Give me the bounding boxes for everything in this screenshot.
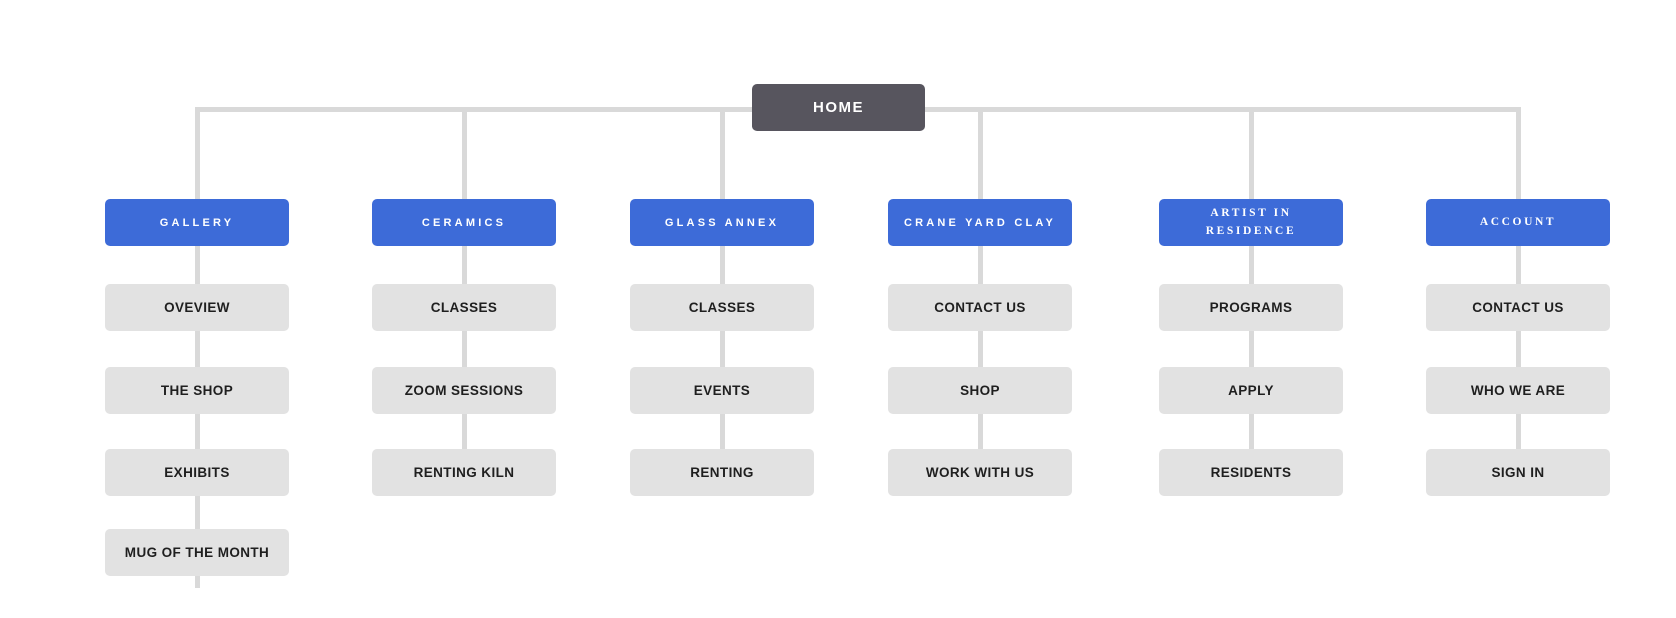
node-artist-in-residence-apply[interactable]: APPLY [1159, 367, 1343, 414]
node-crane-yard-clay-contact-us[interactable]: CONTACT US [888, 284, 1072, 331]
node-crane-yard-clay-shop[interactable]: SHOP [888, 367, 1072, 414]
node-glass-annex-classes[interactable]: CLASSES [630, 284, 814, 331]
node-gallery-mug-of-the-month[interactable]: MUG OF THE MONTH [105, 529, 289, 576]
node-ceramics[interactable]: CERAMICS [372, 199, 556, 246]
node-account[interactable]: ACCOUNT [1426, 199, 1610, 246]
node-glass-annex-renting[interactable]: RENTING [630, 449, 814, 496]
connector-line-gallery [195, 107, 200, 588]
node-ceramics-renting-kiln[interactable]: RENTING KILN [372, 449, 556, 496]
node-artist-in-residence-residents[interactable]: RESIDENTS [1159, 449, 1343, 496]
node-ceramics-zoom-sessions[interactable]: ZOOM SESSIONS [372, 367, 556, 414]
node-gallery[interactable]: GALLERY [105, 199, 289, 246]
node-gallery-the-shop[interactable]: THE SHOP [105, 367, 289, 414]
node-artist-in-residence[interactable]: ARTIST IN RESIDENCE [1159, 199, 1343, 246]
node-artist-in-residence-programs[interactable]: PROGRAMS [1159, 284, 1343, 331]
node-glass-annex[interactable]: GLASS ANNEX [630, 199, 814, 246]
node-account-who-we-are[interactable]: WHO WE ARE [1426, 367, 1610, 414]
node-account-contact-us[interactable]: CONTACT US [1426, 284, 1610, 331]
node-home[interactable]: HOME [752, 84, 925, 131]
node-account-sign-in[interactable]: SIGN IN [1426, 449, 1610, 496]
node-gallery-oveview[interactable]: OVEVIEW [105, 284, 289, 331]
node-glass-annex-events[interactable]: EVENTS [630, 367, 814, 414]
node-gallery-exhibits[interactable]: EXHIBITS [105, 449, 289, 496]
node-crane-yard-clay[interactable]: CRANE YARD CLAY [888, 199, 1072, 246]
node-ceramics-classes[interactable]: CLASSES [372, 284, 556, 331]
node-crane-yard-clay-work-with-us[interactable]: WORK WITH US [888, 449, 1072, 496]
